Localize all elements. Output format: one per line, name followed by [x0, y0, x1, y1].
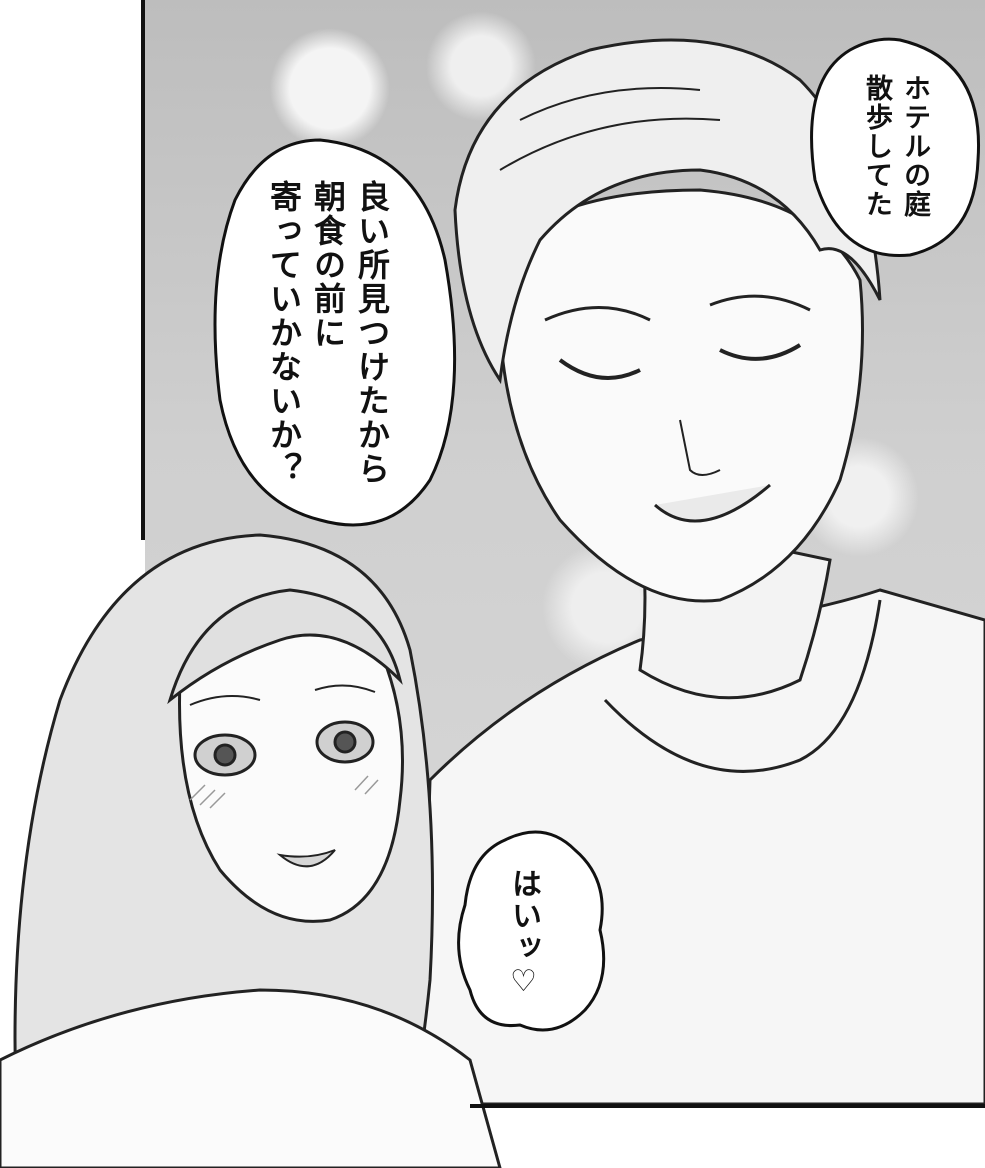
bubble-bottom — [457, 830, 606, 1032]
bubble-top-right — [810, 37, 981, 258]
panel-border-left — [141, 0, 145, 540]
speech-bubble-text-bottom: はいッ♡ — [506, 868, 541, 1001]
panel-border-bottom — [470, 1104, 985, 1108]
woman-figure — [0, 533, 502, 1168]
bubble-center — [213, 138, 457, 527]
speech-bubble-text-center: 良い所見つけたから 朝食の前に 寄っていかないか？ — [265, 180, 391, 486]
speech-bubble-text-top-right: ホテルの庭 散歩してた — [861, 74, 930, 219]
